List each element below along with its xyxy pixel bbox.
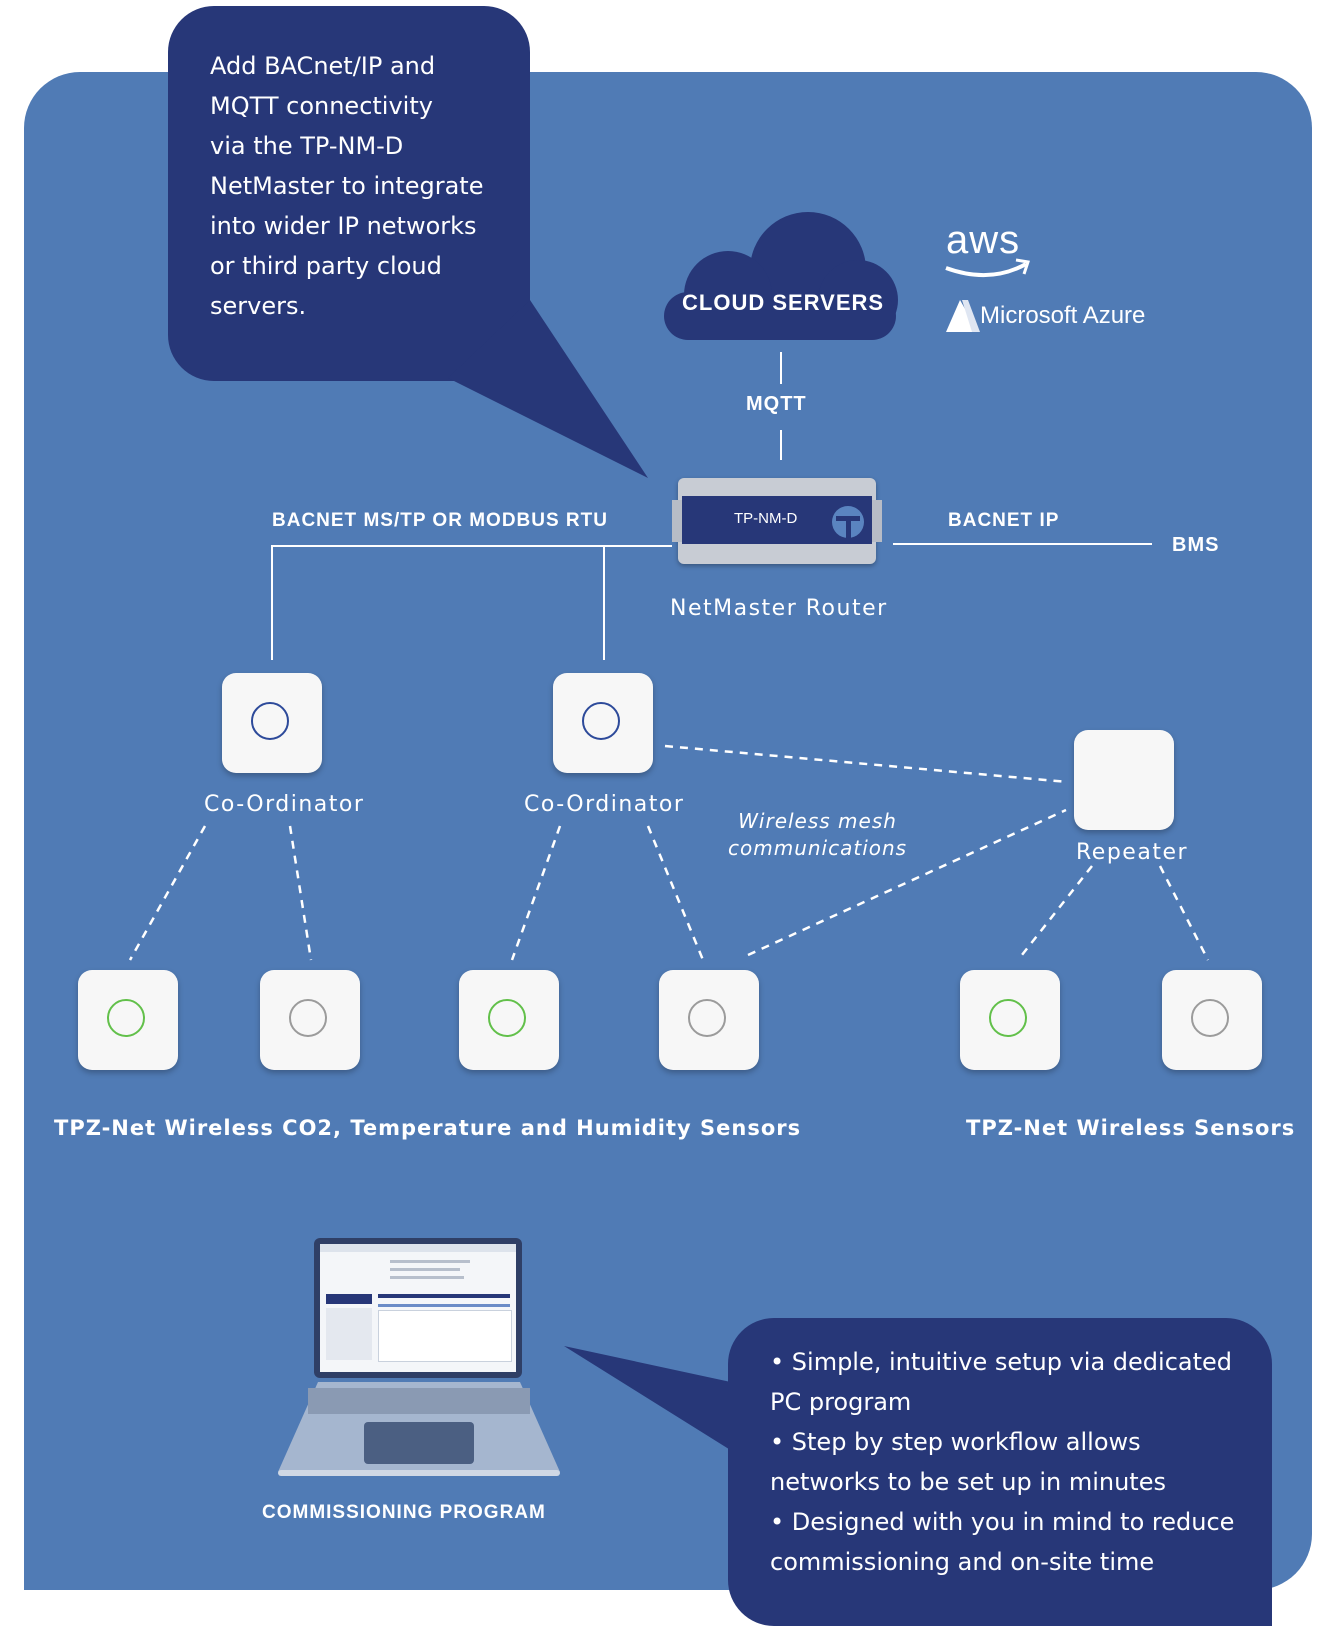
wireless-link-coord2-repeater: [664, 744, 1069, 784]
callout-line: into wider IP networks: [210, 212, 477, 240]
callout-line: • Step by step workflow allows: [770, 1428, 1141, 1456]
callout-line: • Designed with you in mind to reduce: [770, 1508, 1235, 1536]
laptop-screen: [314, 1238, 522, 1378]
status-ring-icon: [1191, 999, 1229, 1037]
status-ring-icon: [488, 999, 526, 1037]
bus-line-coordinator-1: [271, 545, 672, 660]
cloud-label: CLOUD SERVERS: [682, 290, 885, 315]
callout-line: commissioning and on-site time: [770, 1548, 1155, 1576]
sensor-device: [659, 970, 759, 1070]
router-device: TP-NM-D: [672, 478, 882, 564]
bacnet-mstp-label: BACNET MS/TP OR MODBUS RTU: [272, 510, 608, 531]
wireless-mesh-line: communications: [728, 836, 908, 860]
wireless-mesh-label: Wireless mesh communications: [728, 808, 907, 862]
software-window-preview: [320, 1244, 516, 1372]
repeater-device: [1074, 730, 1174, 830]
sensor-device: [78, 970, 178, 1070]
coordinator-label: Co-Ordinator: [204, 792, 365, 817]
status-ring-icon: [251, 702, 289, 740]
callout-line: Add BACnet/IP and: [210, 52, 436, 80]
router-device-label: TP-NM-D: [734, 510, 798, 527]
bottom-callout: • Simple, intuitive setup via dedicated …: [728, 1318, 1272, 1626]
tp-logo-icon: [832, 506, 864, 538]
callout-line: NetMaster to integrate: [210, 172, 484, 200]
coordinator-device: [222, 673, 322, 773]
callout-line: MQTT connectivity: [210, 92, 433, 120]
sensor-device: [1162, 970, 1262, 1070]
status-ring-icon: [582, 702, 620, 740]
wireless-link-c2-s4: [646, 825, 705, 961]
callout-line: via the TP-NM-D: [210, 132, 404, 160]
callout-line: networks to be set up in minutes: [770, 1468, 1166, 1496]
wireless-link-c1-s1: [128, 825, 207, 961]
sensor-group-label: TPZ-Net Wireless Sensors: [966, 1116, 1296, 1140]
status-ring-icon: [688, 999, 726, 1037]
callout-line: servers.: [210, 292, 307, 320]
bms-label: BMS: [1172, 534, 1220, 556]
mqtt-label: MQTT: [746, 393, 807, 415]
sensor-device: [960, 970, 1060, 1070]
router-name: NetMaster Router: [670, 596, 888, 621]
azure-logo-text: Microsoft Azure: [980, 302, 1146, 329]
laptop-icon: [278, 1238, 560, 1478]
wireless-link-rep-s5: [1017, 865, 1093, 961]
bacnet-ip-label: BACNET IP: [948, 510, 1060, 531]
status-ring-icon: [289, 999, 327, 1037]
sensor-group-label: TPZ-Net Wireless CO2, Temperature and Hu…: [54, 1116, 802, 1140]
callout-line: PC program: [770, 1388, 912, 1416]
wireless-link-s4-repeater: [747, 808, 1067, 957]
laptop-touchpad: [364, 1422, 474, 1464]
wireless-links: [128, 744, 1210, 961]
wireless-link-c1-s2: [288, 825, 313, 961]
wireless-mesh-line: Wireless mesh: [738, 809, 897, 833]
sensor-device: [260, 970, 360, 1070]
wireless-link-rep-s6: [1158, 865, 1210, 961]
router-front-panel: TP-NM-D: [682, 496, 872, 544]
sensor-device: [459, 970, 559, 1070]
repeater-label: Repeater: [1076, 840, 1189, 865]
commissioning-label: COMMISSIONING PROGRAM: [262, 1502, 546, 1523]
aws-logo: aws: [946, 218, 1021, 262]
status-ring-icon: [989, 999, 1027, 1037]
callout-line: or third party cloud: [210, 252, 442, 280]
top-callout: Add BACnet/IP and MQTT connectivity via …: [168, 6, 530, 381]
coordinator-label: Co-Ordinator: [524, 792, 685, 817]
callout-line: • Simple, intuitive setup via dedicated: [770, 1348, 1233, 1376]
status-ring-icon: [107, 999, 145, 1037]
coordinator-device: [553, 673, 653, 773]
